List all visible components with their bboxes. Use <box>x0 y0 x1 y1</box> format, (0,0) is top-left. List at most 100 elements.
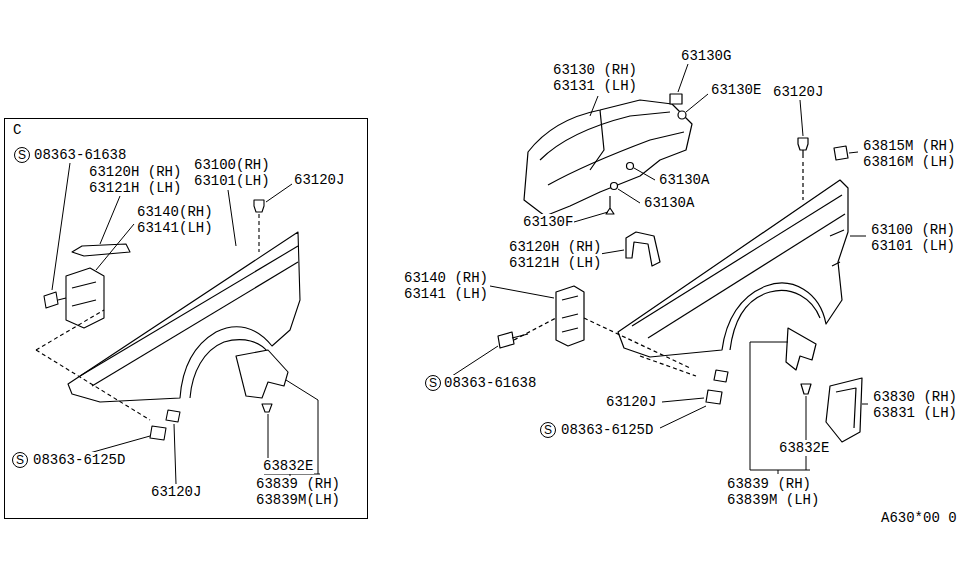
line-art <box>590 96 598 116</box>
line-art <box>584 318 690 368</box>
callout-number: 63120J <box>150 484 202 500</box>
callout-number: 63839M (LH) <box>726 492 820 508</box>
callout-number: 63130E <box>710 82 762 98</box>
line-art <box>600 250 624 254</box>
line-art <box>632 195 842 326</box>
circled-symbol: S <box>12 452 28 468</box>
line-art <box>72 282 96 306</box>
line-art <box>626 232 660 266</box>
line-art <box>862 404 868 405</box>
callout-number: 63101(LH) <box>193 173 271 189</box>
line-art <box>236 350 288 398</box>
line-art <box>802 150 803 158</box>
line-art <box>36 310 104 350</box>
callout-number: 63100(RH) <box>193 157 271 173</box>
line-art <box>72 244 130 256</box>
callout-number: 63131 (LH) <box>552 78 638 94</box>
circled-symbol: S <box>14 147 30 163</box>
line-art <box>678 111 686 119</box>
line-art <box>627 163 634 170</box>
callout-number: 08363-6125D <box>32 452 126 468</box>
callout-number: 63816M (LH) <box>862 154 956 170</box>
line-art <box>44 292 58 308</box>
callout-number: 63832E <box>778 440 830 456</box>
line-art <box>618 180 848 357</box>
line-art <box>58 298 66 300</box>
line-art <box>512 334 528 338</box>
line-art <box>798 138 808 150</box>
circled-symbol: S <box>425 375 441 391</box>
line-art <box>262 404 272 412</box>
line-art <box>648 214 845 338</box>
callout-number: 63130A <box>643 195 695 211</box>
inset-frame: CS08363-6163863120H (RH)63121H (LH)63140… <box>4 118 368 519</box>
inset-leaders <box>52 163 320 484</box>
callout-number: 63832E <box>262 458 314 474</box>
callout-number: 63815M (RH) <box>862 138 956 154</box>
callout-number: 63839 (RH) <box>726 476 812 492</box>
line-art <box>100 196 120 244</box>
view-letter: C <box>12 122 22 138</box>
line-art <box>174 424 176 484</box>
line-art <box>490 286 554 298</box>
line-art <box>830 230 844 266</box>
line-art <box>778 470 779 474</box>
callout-number: 63830 (RH) <box>872 389 958 405</box>
callout-number: 63120J <box>293 172 345 188</box>
line-art <box>166 410 180 422</box>
line-art <box>540 112 670 160</box>
line-art <box>714 370 728 382</box>
line-art <box>66 268 104 328</box>
line-art <box>514 318 556 340</box>
callout-number: 63120H (RH) <box>88 164 182 180</box>
callout-number: 63140(RH) <box>136 204 214 220</box>
callout-number: 08363-61638 <box>443 375 537 391</box>
line-art <box>634 168 655 180</box>
line-art <box>660 406 706 428</box>
line-art <box>258 214 259 252</box>
callout-number: 63120H (RH) <box>508 239 602 255</box>
line-art <box>850 236 866 237</box>
line-art <box>556 286 584 346</box>
callout-number: 63120J <box>605 394 657 410</box>
line-art <box>606 196 614 214</box>
callout-number: 08363-61638 <box>33 147 127 163</box>
line-art <box>802 162 803 200</box>
right-view <box>498 94 862 442</box>
circled-symbol: S <box>540 422 556 438</box>
line-art <box>678 64 688 92</box>
line-art <box>452 346 498 376</box>
line-art <box>800 100 803 136</box>
callout-number: 08363-6125D <box>560 422 654 438</box>
line-art <box>618 189 640 203</box>
line-art <box>318 400 319 474</box>
line-art <box>96 224 134 270</box>
line-art <box>750 470 810 471</box>
line-art <box>662 398 704 402</box>
callout-number: 63130F <box>522 214 574 230</box>
line-art <box>806 396 807 470</box>
callout-number: 63839 (RH) <box>255 476 341 492</box>
line-art <box>611 183 618 190</box>
line-art <box>254 200 264 212</box>
line-art <box>228 190 236 246</box>
line-art <box>286 380 318 400</box>
callout-number: 63130G <box>680 48 732 64</box>
line-art <box>706 390 722 404</box>
line-art <box>750 342 788 343</box>
right-leaders <box>452 64 868 474</box>
callout-number: 63121H (LH) <box>508 255 602 271</box>
inset-view <box>36 200 300 440</box>
callout-number: 63140 (RH) <box>403 270 489 286</box>
line-art <box>801 384 811 394</box>
line-art <box>670 94 682 104</box>
callout-number: 63121H (LH) <box>88 180 182 196</box>
callout-number: 63101 (LH) <box>870 238 956 254</box>
callout-number: 63141 (LH) <box>403 286 489 302</box>
callout-number: 63130A <box>658 172 710 188</box>
line-art <box>640 356 696 376</box>
callout-number: 63141(LH) <box>136 220 214 236</box>
line-art <box>836 388 856 428</box>
callout-number: 63831 (LH) <box>872 405 958 421</box>
line-art <box>849 152 858 153</box>
